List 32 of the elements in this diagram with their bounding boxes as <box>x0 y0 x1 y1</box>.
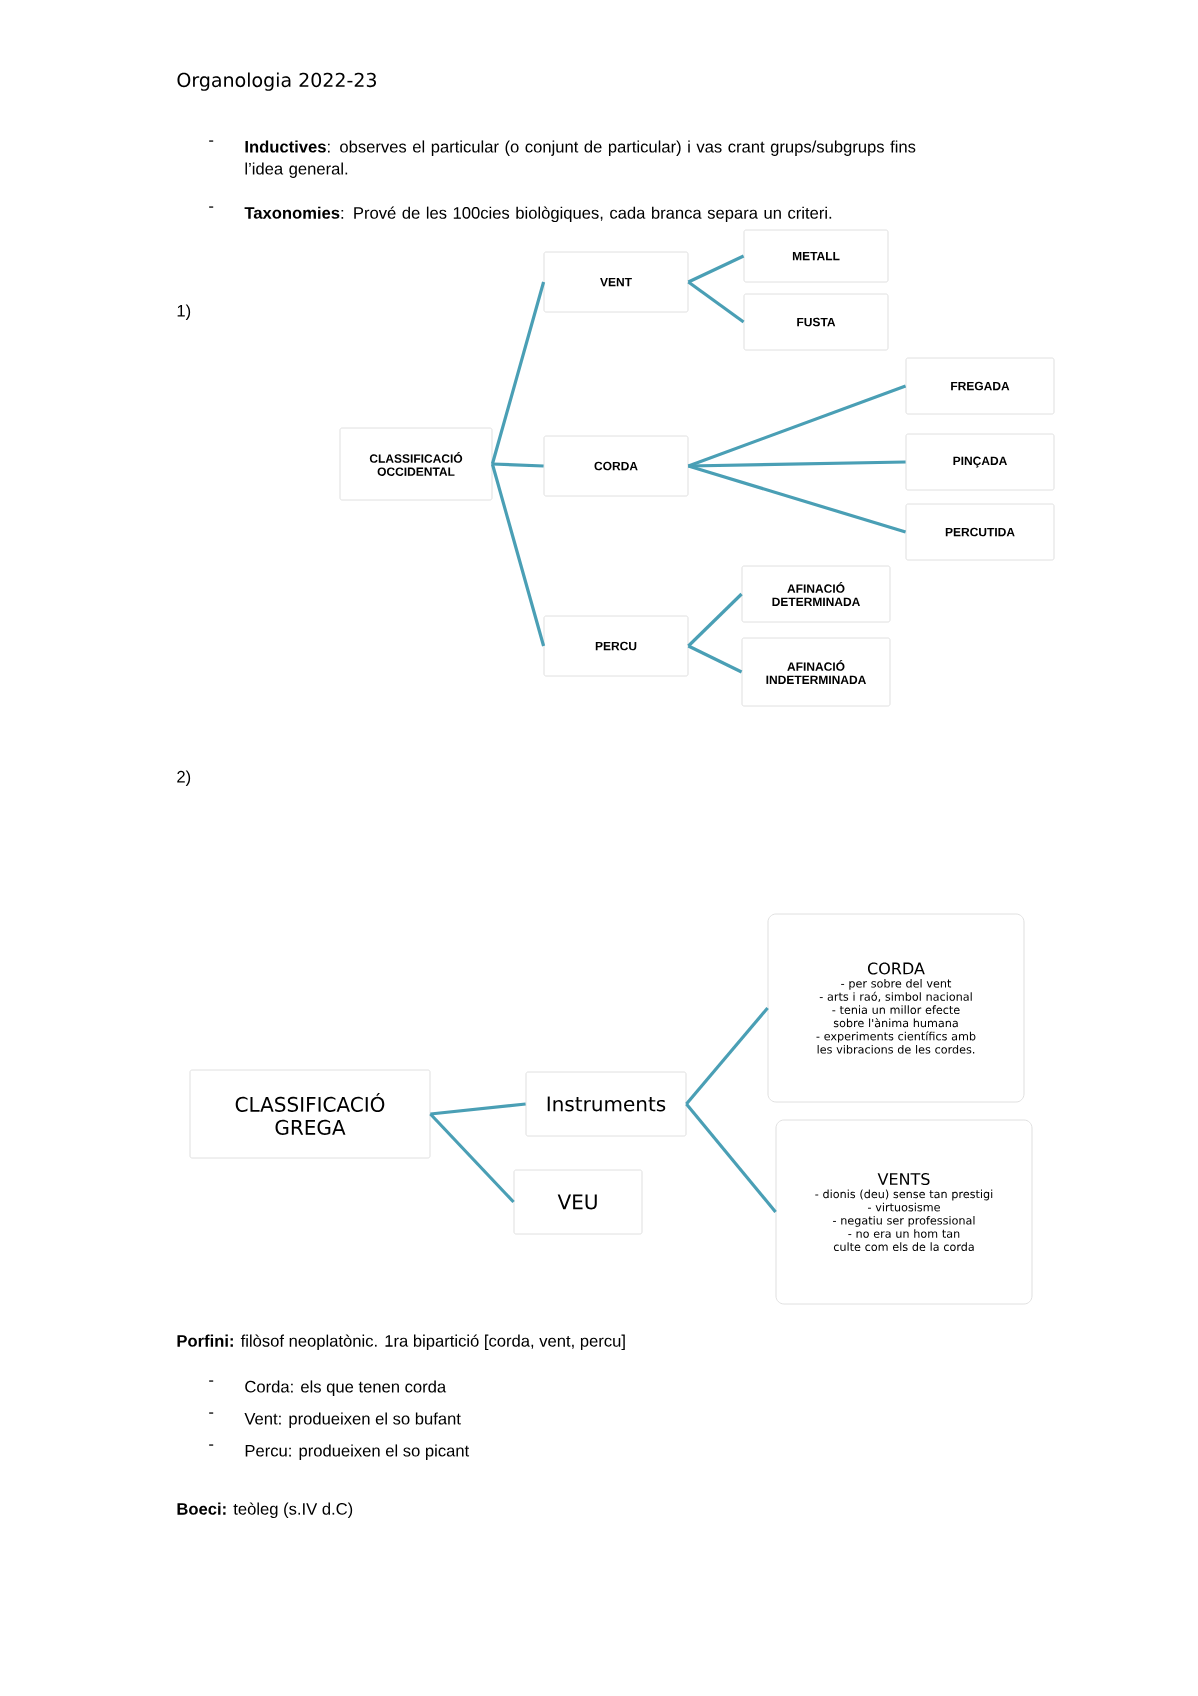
connector-line <box>430 1102 526 1116</box>
text-line: Porfini: filòsof neoplatònic. 1ra bipartició [corda, vent, percu] <box>177 1334 625 1351</box>
connector-line <box>687 644 743 674</box>
category-box: VEU <box>513 1169 643 1235</box>
connector-line <box>490 463 546 647</box>
connector-line <box>685 1103 777 1214</box>
connector-line <box>685 1006 769 1106</box>
text-line: Vent: produeixen el so bufant <box>244 1412 461 1428</box>
connector-line <box>492 462 544 468</box>
category-box: Instruments <box>525 1071 687 1137</box>
text-line: - <box>209 140 214 142</box>
text-line: 1) <box>177 304 191 320</box>
connector-line <box>687 384 907 468</box>
category-box: CLASSIFICACIÓ GREGA <box>189 1069 431 1159</box>
connector-line <box>687 592 743 648</box>
text-line: Corda: els que tenen corda <box>245 1380 447 1396</box>
connector-line <box>687 280 745 324</box>
text-line: Boeci: teòleg (s.IV d.C) <box>177 1502 353 1519</box>
connector-line <box>688 460 906 468</box>
connector-line <box>687 254 745 284</box>
connector-line <box>429 1112 515 1204</box>
connector-line <box>490 281 546 465</box>
text-line: Percu: produeixen el so picant <box>245 1444 470 1460</box>
connector-line <box>687 464 907 534</box>
text-line: 2) <box>177 770 191 786</box>
text-line: - <box>209 1380 214 1382</box>
text-line: - <box>209 1412 214 1414</box>
text-line: Inductives: observes el particular (o conjunt de particular) i vas crant grups/subgrups fins l’idea general. <box>245 140 916 178</box>
page-heading: Organologia 2022-23 <box>177 72 376 91</box>
text-line: - <box>209 1444 214 1446</box>
text-line: Taxonomies: Prové de les 100cies biològiques, cada branca separa un criteri. <box>244 206 832 223</box>
text-line: - <box>209 206 214 208</box>
